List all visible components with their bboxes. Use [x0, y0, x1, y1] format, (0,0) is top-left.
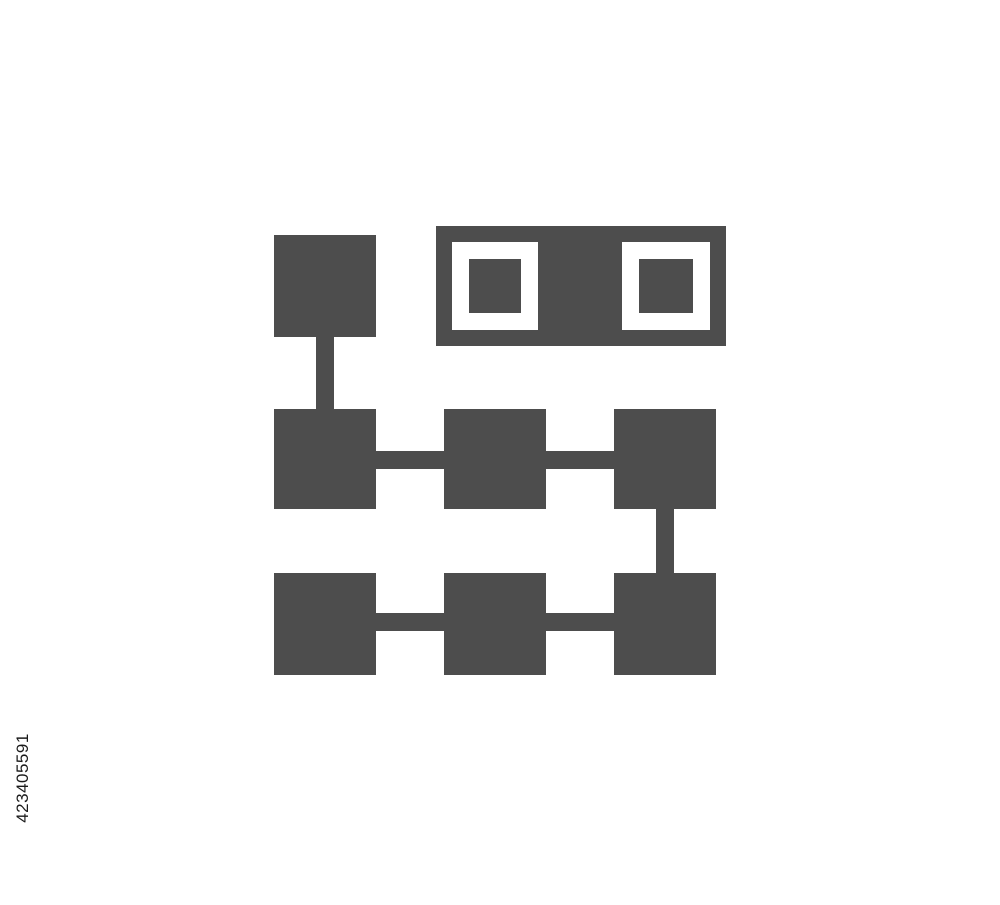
outlined-pair-link — [538, 277, 622, 295]
bottom-row-link-2 — [544, 613, 616, 631]
stock-id-label: 423405591 — [8, 665, 38, 890]
outlined-pair-left-core — [469, 259, 521, 313]
middle-row-node-1 — [274, 409, 376, 509]
middle-row-node-3 — [614, 409, 716, 509]
middle-row-link-1 — [374, 451, 446, 469]
bottom-row-node-3 — [614, 573, 716, 675]
middle-row-node-2 — [444, 409, 546, 509]
vertical-link-right — [656, 507, 674, 575]
outlined-node-pair — [436, 226, 726, 346]
bottom-row-node-1 — [274, 573, 376, 675]
outlined-pair-right-core — [639, 259, 693, 313]
bottom-row-node-2 — [444, 573, 546, 675]
stock-id-text: 423405591 — [13, 732, 32, 823]
top-left-node — [274, 235, 376, 337]
middle-row-link-2 — [544, 451, 616, 469]
bottom-row-link-1 — [374, 613, 446, 631]
vertical-link-left — [316, 335, 334, 411]
node-group — [274, 235, 716, 675]
